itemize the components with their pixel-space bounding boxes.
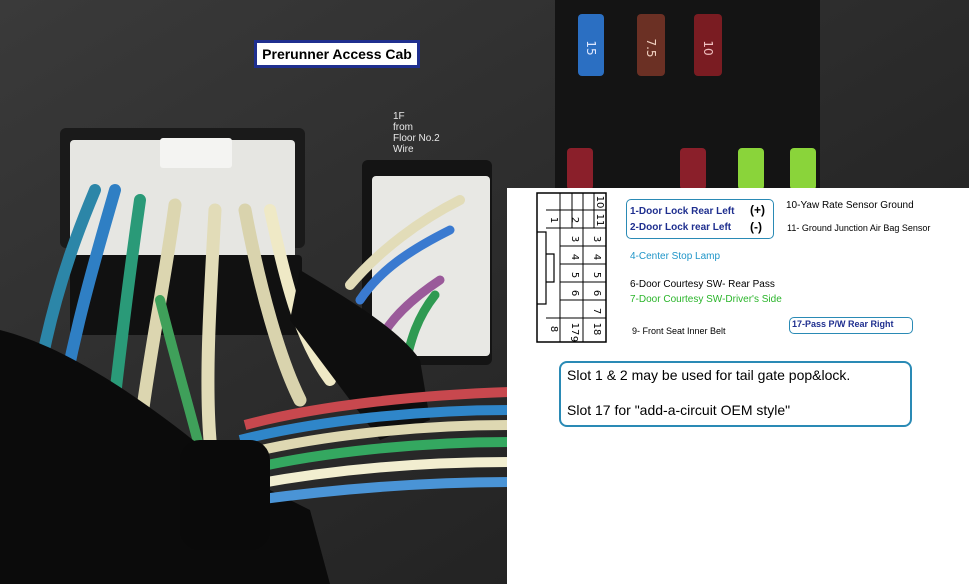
pin-label: 4: [569, 254, 580, 260]
fuse-red: [694, 14, 722, 76]
pin-label: 17: [569, 323, 580, 336]
pin-label: 18: [591, 323, 602, 336]
fuse-red-lower: [567, 148, 593, 190]
pin-label: 9: [568, 336, 579, 342]
pinout-diagram: 10 11 1 2 3 4 5 6 3 4 5 6 7 17 8 9 18: [536, 192, 607, 343]
pin-label: 1: [548, 217, 559, 223]
diagram-notch: [537, 231, 547, 305]
label-pin-6: 6-Door Courtesy SW- Rear Pass: [630, 279, 775, 290]
harness-wires-bottom: [238, 387, 511, 505]
pin-label: 5: [569, 272, 580, 278]
door-lock-box: [626, 199, 774, 239]
usage-note-box: [559, 361, 912, 427]
label-pin-1: 1-Door Lock Rear Left: [630, 206, 735, 217]
pin-label: 6: [569, 290, 580, 296]
side-note-line: Floor No.2: [393, 133, 440, 144]
pin-label: 6: [591, 290, 602, 296]
fuse-label: 7.5: [644, 38, 658, 57]
label-pin-1-sign: (+): [750, 203, 765, 217]
label-pin-17-box: [789, 317, 913, 334]
label-pin-10: 10-Yaw Rate Sensor Ground: [786, 200, 914, 211]
fuse-label: 10: [701, 40, 715, 55]
pin-label: 5: [591, 272, 602, 278]
side-note-line: 1F: [393, 111, 405, 122]
photo-side-note: 1F from Floor No.2 Wire: [393, 111, 440, 155]
pin-label: 7: [591, 308, 602, 314]
pin-label: 11: [594, 214, 605, 227]
connector-left-plug: [70, 140, 295, 260]
side-note-line: from: [393, 122, 413, 133]
pin-label: 4: [591, 254, 602, 260]
fuse-brown: [637, 14, 665, 76]
connector-left-latch: [160, 138, 232, 168]
label-pin-17: 17-Pass P/W Rear Right: [792, 319, 894, 329]
fuse-red-lower-2: [680, 148, 706, 190]
side-note-line: Wire: [393, 144, 414, 155]
pin-label: 8: [548, 326, 559, 332]
tape-wrap: [180, 440, 270, 550]
pin-label: 3: [591, 236, 602, 242]
diagram-key: [546, 253, 555, 283]
usage-note-line-2: Slot 17 for "add-a-circuit OEM style": [567, 402, 791, 418]
pin-label: 10: [594, 196, 605, 209]
label-pin-4: 4-Center Stop Lamp: [630, 251, 721, 262]
label-pin-2: 2-Door Lock rear Left: [630, 222, 732, 233]
pin-grid: [546, 193, 606, 342]
usage-note-line-1: Slot 1 & 2 may be used for tail gate pop…: [567, 367, 851, 383]
fuse-green: [738, 148, 764, 190]
photo-title: Prerunner Access Cab: [254, 40, 420, 68]
pin-label: 3: [569, 236, 580, 242]
pin-label: 2: [569, 217, 580, 223]
label-pin-7: 7-Door Courtesy SW-Driver's Side: [630, 294, 782, 305]
pinout-panel: [507, 188, 969, 584]
fuse-label: 15: [584, 40, 598, 55]
fuse-green-2: [790, 148, 816, 190]
label-pin-11: 11- Ground Junction Air Bag Sensor: [787, 223, 931, 233]
label-pin-2-sign: (-): [750, 220, 762, 234]
label-pin-9: 9- Front Seat Inner Belt: [632, 326, 726, 336]
fuse-blue: [578, 14, 604, 76]
